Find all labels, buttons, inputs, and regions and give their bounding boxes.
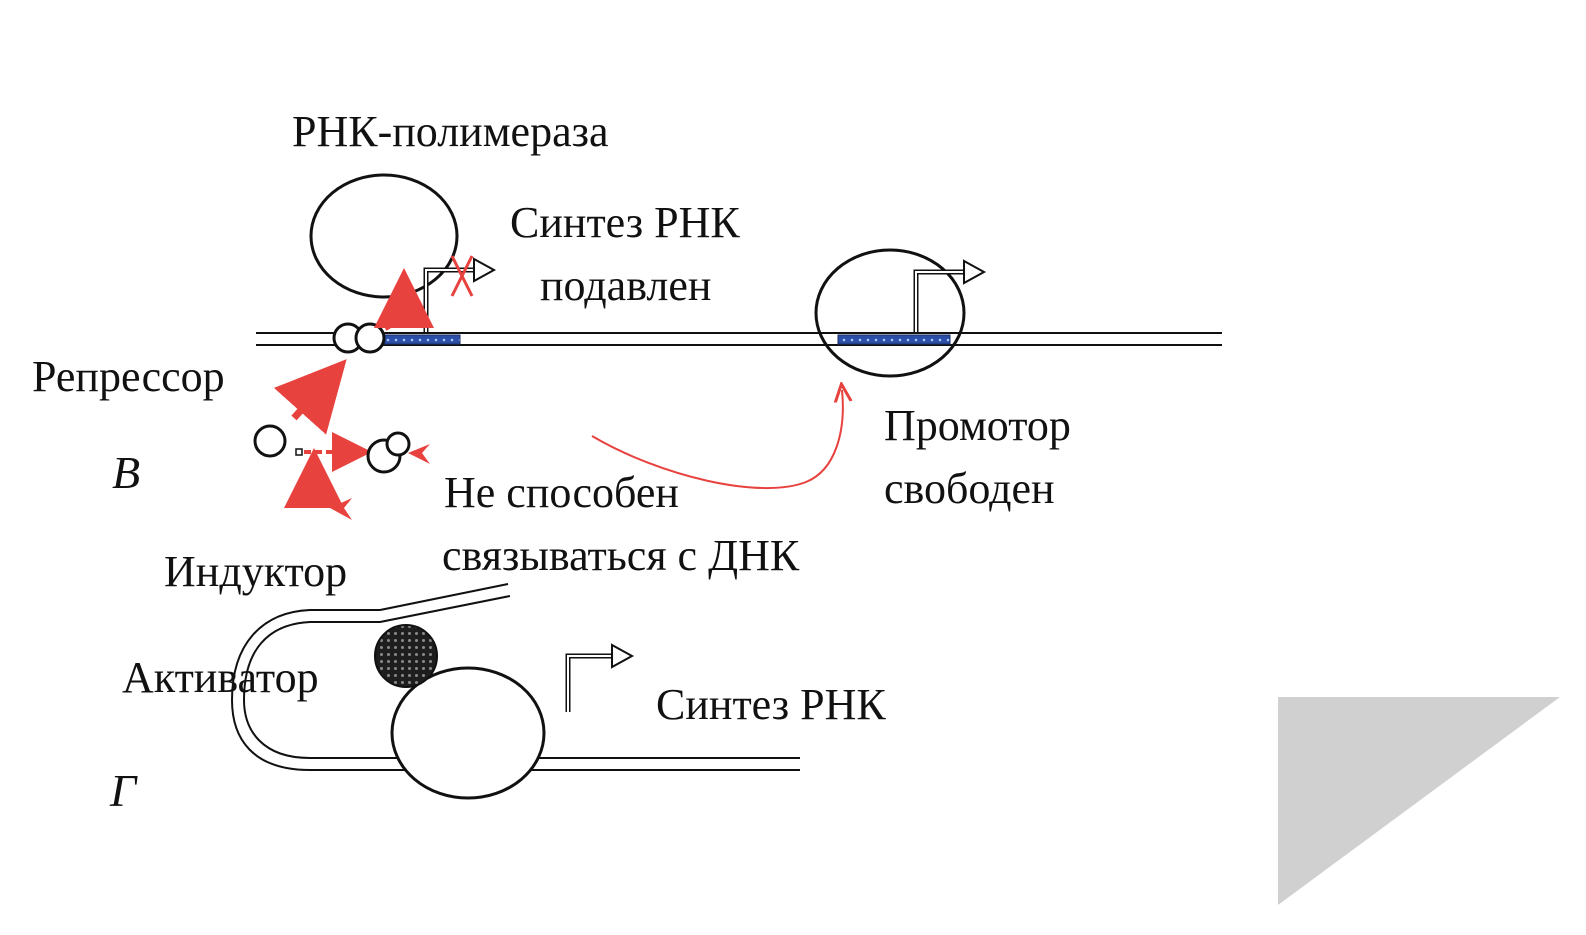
label-repressor: Репрессор bbox=[32, 352, 225, 401]
upper-dna-strand bbox=[256, 332, 1222, 346]
label-inducer: Индуктор bbox=[164, 547, 347, 596]
red-x-cross-icon bbox=[450, 255, 474, 297]
free-repressor bbox=[253, 424, 287, 458]
label-synthesis-suppressed-line1: Синтез РНК bbox=[510, 198, 740, 247]
bent-arrow-icon-3 bbox=[565, 643, 635, 712]
rna-polymerase-activated bbox=[390, 666, 546, 800]
red-chevron-icon bbox=[408, 444, 430, 464]
label-rna-synthesis: Синтез РНК bbox=[656, 680, 886, 729]
panel-label-g: Г bbox=[109, 765, 138, 816]
label-promoter-free-line1: Промотор bbox=[884, 401, 1071, 450]
lower-dna-loop bbox=[230, 583, 800, 771]
label-cannot-bind-line2: связываться с ДНК bbox=[442, 531, 800, 580]
panel-label-v: В bbox=[112, 447, 140, 498]
promoter-freed-arrow bbox=[591, 390, 843, 490]
rna-polymerase-ellipse bbox=[309, 173, 459, 299]
label-synthesis-suppressed-line2: подавлен bbox=[540, 261, 711, 310]
inactive-repressor bbox=[366, 431, 430, 474]
repressor-bound bbox=[332, 322, 386, 354]
label-activator: Активатор bbox=[122, 653, 319, 702]
inducer-molecule-icon bbox=[330, 498, 352, 520]
label-cannot-bind-line1: Не способен bbox=[444, 468, 679, 517]
binding-arrow bbox=[273, 359, 347, 435]
activator-protein bbox=[374, 624, 438, 688]
bent-arrow-icon-2 bbox=[913, 259, 987, 332]
page-shadow bbox=[1278, 697, 1560, 905]
rna-polymerase-on-promoter bbox=[814, 248, 966, 378]
label-rna-polymerase: РНК-полимераза bbox=[292, 107, 609, 156]
repression-arrow bbox=[373, 268, 434, 331]
promoter-block-free bbox=[837, 334, 951, 345]
label-promoter-free-line2: свободен bbox=[884, 464, 1055, 513]
repressor-link bbox=[295, 448, 303, 456]
